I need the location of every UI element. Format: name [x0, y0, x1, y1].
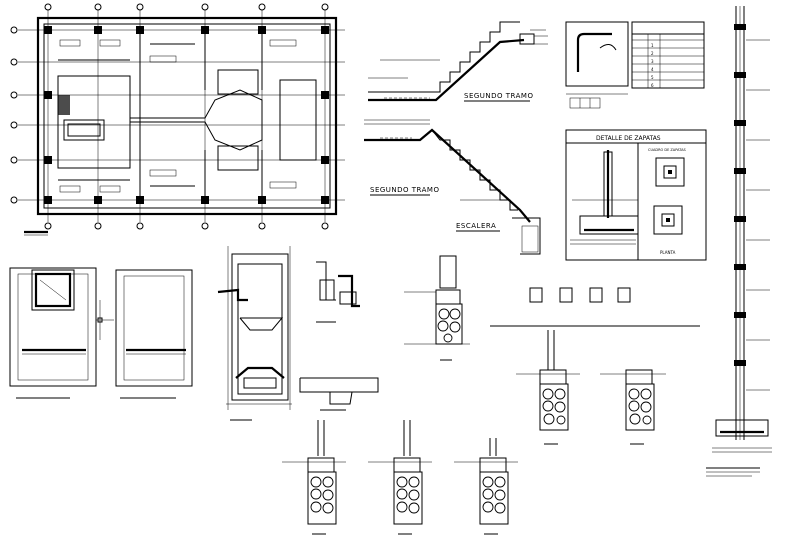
wall-section-2	[516, 330, 580, 445]
wall-section-small-1	[404, 255, 470, 361]
beam-sections-row	[490, 287, 700, 327]
escalera-title: ESCALERA	[456, 222, 496, 230]
column-elevation	[712, 6, 772, 453]
rebar-table: 1 2 3 4 5 6	[631, 21, 705, 89]
wall-section-5	[368, 420, 432, 535]
table-row-4: 4	[651, 67, 654, 72]
footing-plan-2	[115, 269, 193, 399]
wall-section-3	[600, 369, 666, 445]
table-row-3: 3	[651, 59, 654, 64]
planta-label: PLANTA	[660, 250, 676, 255]
cuadro-zapatas-label: CUADRO DE ZAPATAS	[648, 148, 686, 152]
wall-section-6	[454, 438, 518, 535]
stair-section-middle	[364, 119, 541, 255]
segundo-tramo-title-mid: SEGUNDO TRAMO	[370, 186, 439, 194]
table-row-1: 1	[651, 43, 654, 48]
segundo-tramo-title-top: SEGUNDO TRAMO	[464, 92, 533, 100]
table-row-2: 2	[651, 51, 654, 56]
footing-plan-1	[9, 267, 114, 399]
hook-detail	[565, 21, 629, 109]
foundation-plan	[10, 3, 345, 236]
footing-detail-box	[565, 129, 707, 261]
table-row-6: 6	[651, 83, 654, 88]
detalle-zapatas-title: DETALLE DE ZAPATAS	[596, 135, 661, 142]
wall-section-4	[282, 420, 346, 535]
stair-section-top	[368, 21, 548, 102]
table-row-5: 5	[651, 75, 654, 80]
lintel-detail	[299, 261, 379, 411]
cistern-section	[217, 246, 292, 421]
